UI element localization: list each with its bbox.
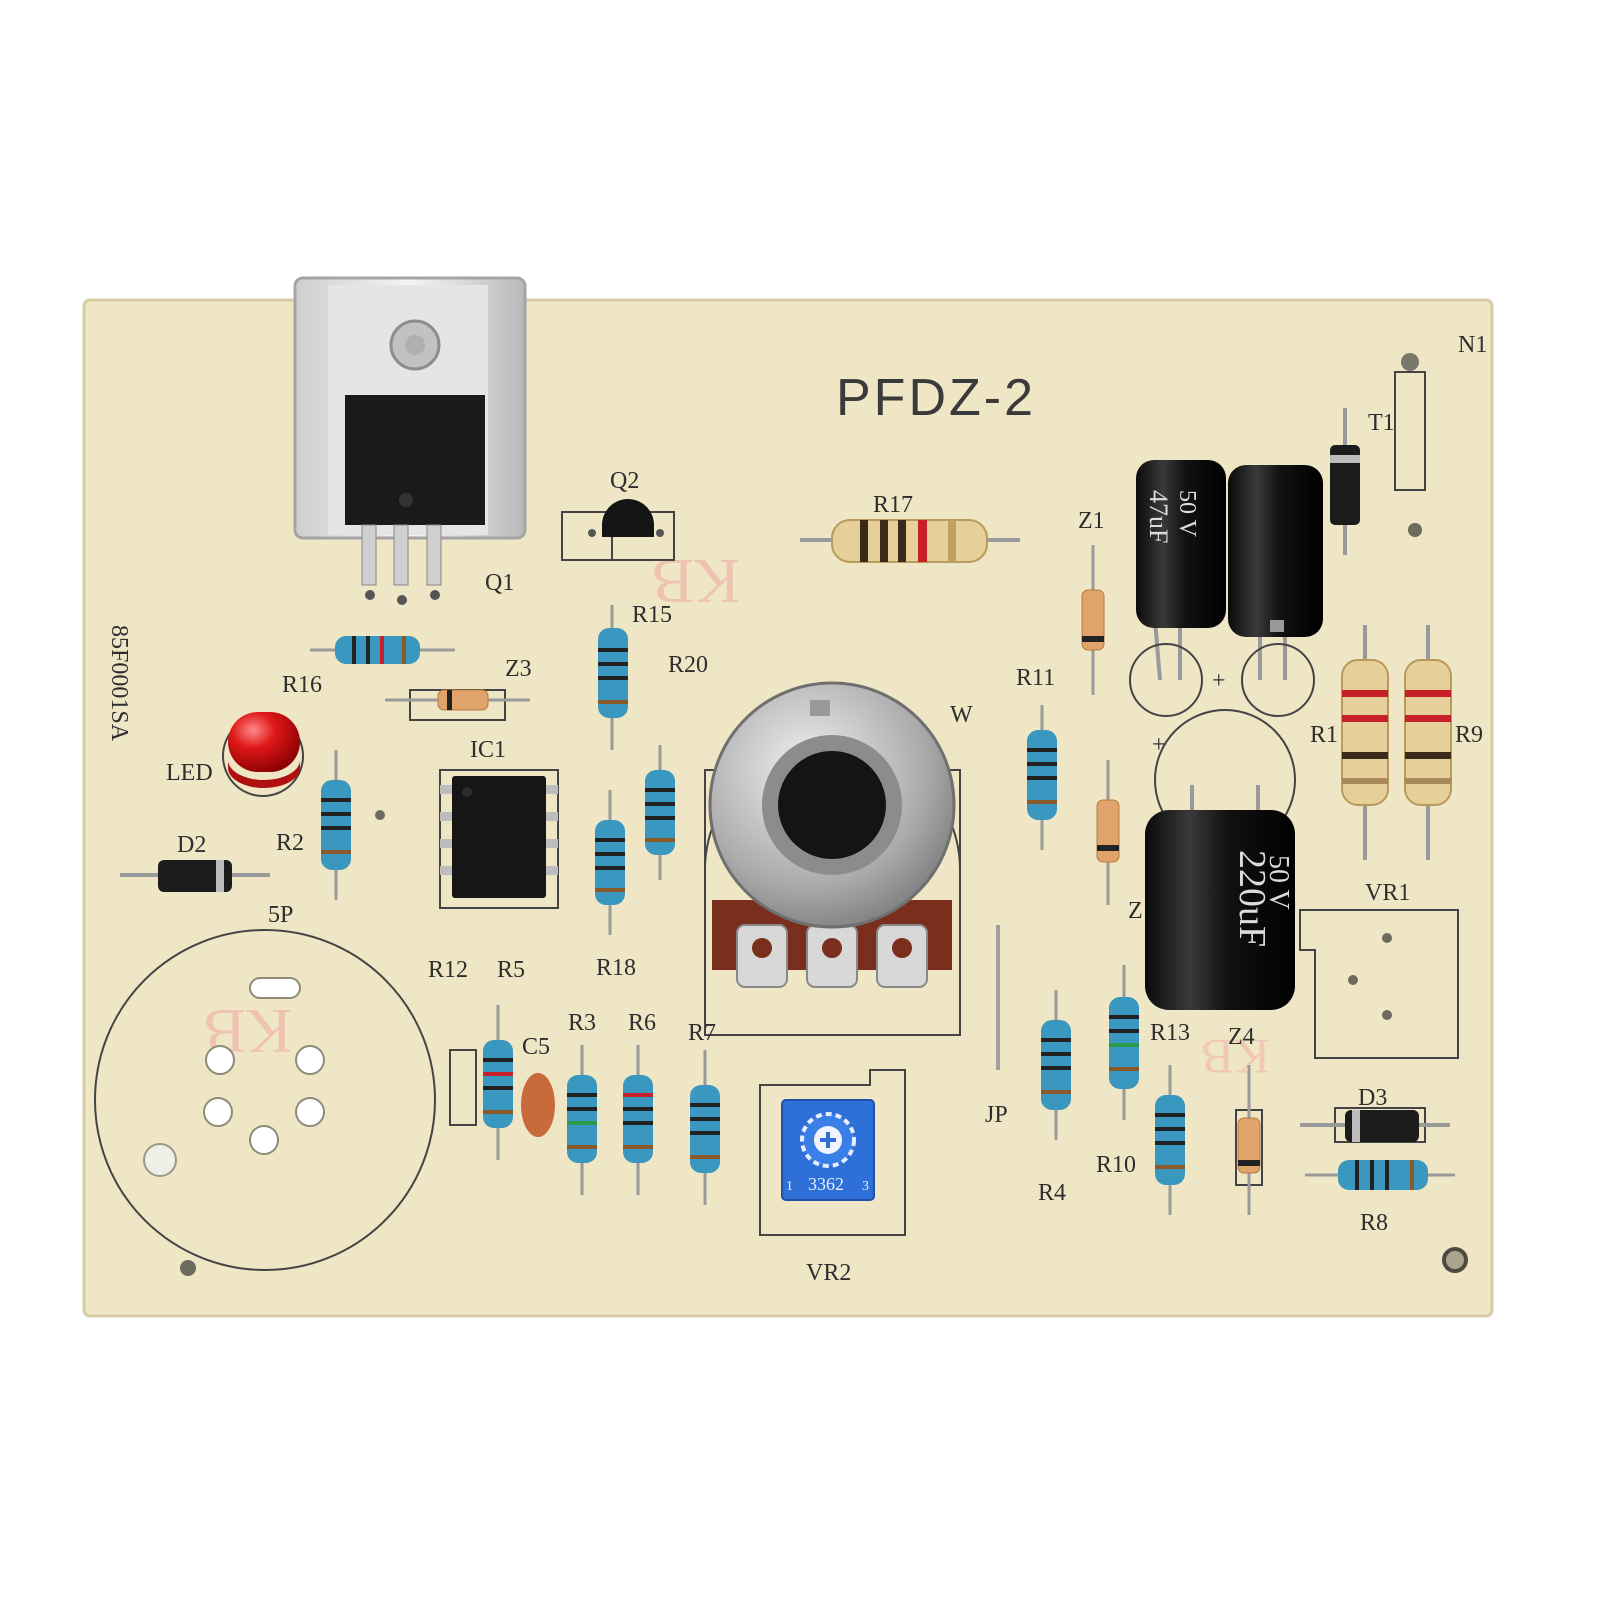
svg-text:1: 1: [786, 1179, 793, 1194]
label-r17: R17: [873, 492, 913, 518]
label-n1: N1: [1458, 332, 1487, 358]
svg-text:50 V: 50 V: [1174, 490, 1200, 538]
label-c5: C5: [522, 1034, 550, 1060]
capacitor-47uf-a: 47uF 50 V: [1136, 460, 1226, 681]
label-led: LED: [166, 760, 213, 786]
label-z3: Z3: [505, 656, 532, 682]
r15-resistor: [598, 605, 628, 750]
c5-ceramic-capacitor: [521, 1073, 555, 1137]
r18-resistor: [595, 790, 625, 935]
r1-resistor: [1341, 625, 1389, 860]
via-r2: [375, 810, 385, 820]
d3-diode: [1300, 1107, 1450, 1143]
mounting-hole-bottom-right: [1442, 1247, 1468, 1273]
watermark-kb-3: KB: [1201, 1029, 1270, 1085]
ic1-dip8-chip: [439, 769, 559, 909]
r11-resistor: [1027, 705, 1057, 850]
r6-resistor: [623, 1045, 653, 1195]
label-r8: R8: [1360, 1210, 1388, 1236]
label-d2: D2: [177, 832, 206, 858]
part-number: 85F0001SA: [106, 625, 132, 742]
z1-zener-diode: [1081, 545, 1105, 695]
svg-text:47uF: 47uF: [1144, 490, 1173, 543]
label-z2: Z: [1128, 898, 1143, 924]
label-r20: R20: [668, 652, 708, 678]
label-w: W: [950, 702, 973, 728]
polarity-plus-1: +: [1212, 668, 1226, 694]
label-r18: R18: [596, 955, 636, 981]
label-r13: R13: [1150, 1020, 1190, 1046]
t1-diode: [1330, 408, 1360, 555]
label-t1: T1: [1368, 410, 1395, 436]
r16-resistor: [310, 636, 455, 664]
label-vr2: VR2: [806, 1260, 851, 1286]
svg-text:220uF: 220uF: [1231, 850, 1273, 947]
label-d3: D3: [1358, 1085, 1387, 1111]
mounting-hole-top-right: [1408, 523, 1422, 537]
z4-zener-diode: [1235, 1065, 1263, 1215]
r7-resistor: [690, 1050, 720, 1205]
polarity-plus-2: +: [1152, 732, 1166, 758]
board-model-title: PFDZ-2: [836, 369, 1036, 427]
5p-connector-footprint: [94, 929, 436, 1271]
r9-resistor: [1404, 625, 1452, 860]
r4-resistor: [1041, 990, 1071, 1140]
capacitor-220uf: 220uF 50 V: [1145, 709, 1296, 1010]
label-r4: R4: [1038, 1180, 1066, 1206]
r10-resistor: [1155, 1065, 1185, 1215]
q1-regulator-heatsink: [293, 276, 527, 605]
label-jp: JP: [985, 1102, 1008, 1128]
label-z1: Z1: [1078, 508, 1105, 534]
label-q2: Q2: [610, 468, 639, 494]
label-r12: R12: [428, 957, 468, 983]
r13-resistor: [1109, 965, 1139, 1120]
r17-resistor: [800, 519, 1020, 563]
label-r11: R11: [1016, 665, 1055, 691]
r5-resistor: [483, 1005, 513, 1160]
r12-outline: [449, 1049, 477, 1126]
z3-zener-diode: [385, 689, 530, 721]
svg-text:3362: 3362: [808, 1174, 844, 1194]
label-r10: R10: [1096, 1152, 1136, 1178]
label-r2: R2: [276, 830, 304, 856]
svg-text:50 V: 50 V: [1263, 855, 1294, 910]
r2-resistor: [321, 750, 351, 900]
capacitor-47uf-b: [1228, 465, 1323, 680]
label-z4: Z4: [1228, 1024, 1255, 1050]
q2-transistor: [561, 499, 675, 561]
z2-zener-diode: [1096, 760, 1120, 905]
label-r7: R7: [688, 1020, 716, 1046]
label-r6: R6: [628, 1010, 656, 1036]
vr1-trimmer-outline: [1299, 909, 1459, 1059]
label-vr1: VR1: [1365, 880, 1410, 906]
r3-resistor: [567, 1045, 597, 1195]
capacitor-footprints: [1129, 643, 1315, 717]
label-ic1: IC1: [470, 737, 506, 763]
n1-outline: [1394, 353, 1426, 491]
label-r3: R3: [568, 1010, 596, 1036]
label-r16: R16: [282, 672, 322, 698]
label-r15: R15: [632, 602, 672, 628]
label-r5: R5: [497, 957, 525, 983]
potentiometer-w: [704, 681, 961, 1036]
r8-resistor: [1305, 1160, 1455, 1190]
watermark-kb-1: KB: [651, 546, 740, 617]
svg-text:3: 3: [862, 1179, 869, 1194]
label-r9: R9: [1455, 722, 1483, 748]
label-q1: Q1: [485, 570, 514, 596]
label-r1: R1: [1310, 722, 1338, 748]
r20-resistor: [645, 745, 675, 880]
label-5p: 5P: [268, 902, 293, 928]
d2-diode: [120, 860, 270, 892]
vr2-trimmer-potentiometer[interactable]: 3362 1 3: [759, 1069, 906, 1236]
mounting-hole-bottom-left: [180, 1260, 196, 1276]
led-red: [222, 712, 304, 797]
